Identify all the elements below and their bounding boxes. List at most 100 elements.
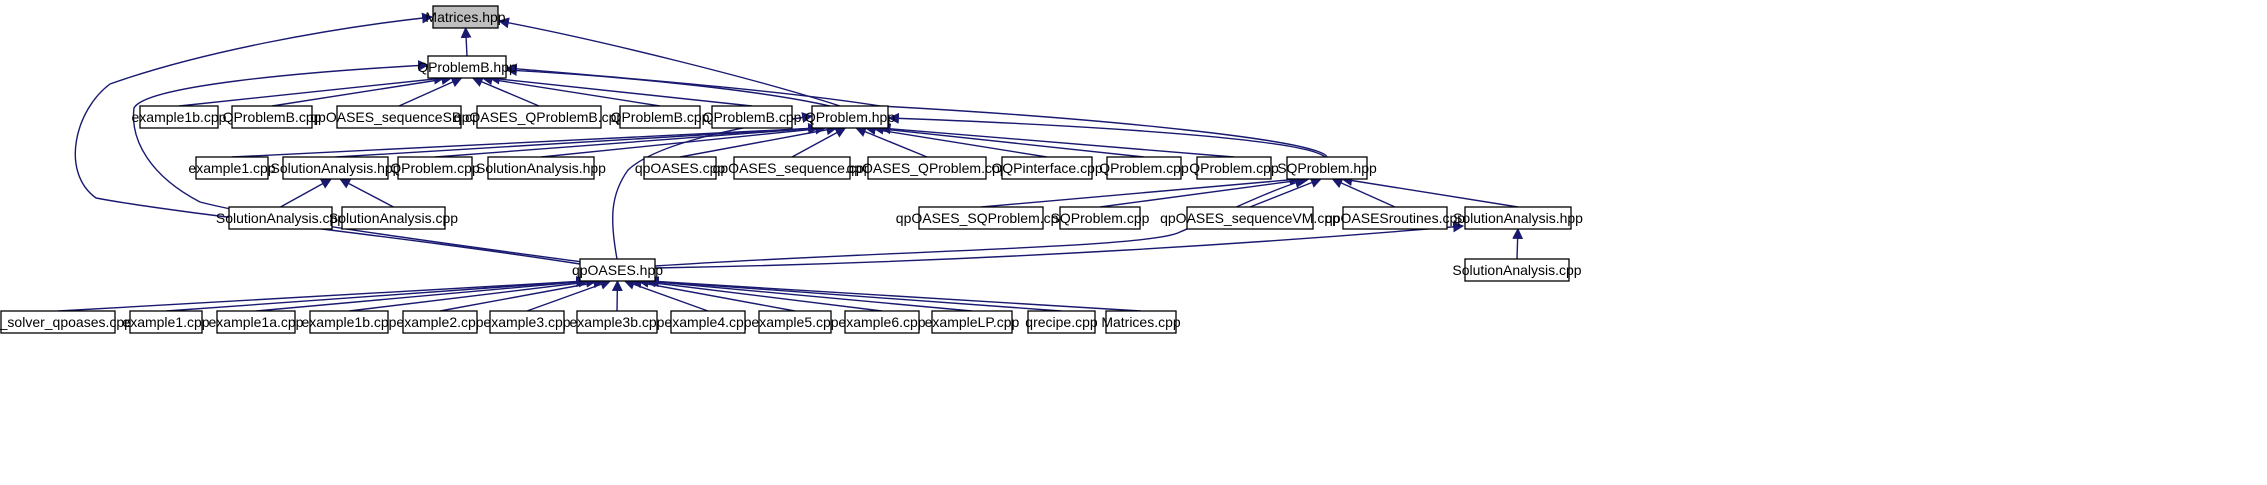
node-box — [402, 310, 478, 334]
node-label: Matrices.cpp — [1101, 314, 1181, 330]
node-solutionanalysis-hpp-b[interactable]: SolutionAnalysis.hpp — [476, 156, 606, 180]
node-qproblemb-cpp-b[interactable]: QProblemB.cpp — [611, 105, 710, 129]
edge-solutionanalysis_cpp_a-to-solutionanalysis_hpp_a — [280, 178, 333, 208]
node-qpoases-sqproblem-cpp[interactable]: qpOASES_SQProblem.cpp — [896, 206, 1067, 230]
node-example6-cpp[interactable]: example6.cpp — [838, 310, 926, 334]
node-example3-cpp[interactable]: example3.cpp — [483, 310, 571, 334]
node-example1-cpp-b[interactable]: example1.cpp — [122, 310, 210, 334]
node-label: SolutionAnalysis.cpp — [1452, 262, 1581, 278]
node-label: SolutionAnalysis.hpp — [1453, 210, 1583, 226]
node-label: example2.cpp — [396, 314, 483, 330]
node-box — [643, 156, 717, 180]
node-qproblemb-cpp-c[interactable]: QProblemB.cpp — [703, 105, 802, 129]
node-label: exampleLP.cpp — [925, 314, 1020, 330]
edge-qpoases_hpp-to-matrices_hpp — [74, 12, 581, 265]
node-box — [397, 156, 473, 180]
node-qproblemb-cpp-a[interactable]: QProblemB.cpp — [223, 105, 322, 129]
edge-solutionanalysis_hpp_c-to-sqproblem_hpp — [1341, 175, 1519, 208]
node-example3b-cpp[interactable]: example3b.cpp — [570, 310, 665, 334]
edge-qproblemb_cpp_b-to-qproblemb_hpp — [481, 74, 661, 107]
node-box — [1027, 310, 1096, 334]
node-qproblem-hpp[interactable]: QProblem.hpp — [805, 105, 895, 129]
node-box — [1464, 258, 1570, 282]
node-qproblem-cpp-a[interactable]: QProblem.cpp — [390, 156, 480, 180]
node-sqproblem-hpp[interactable]: SQProblem.hpp — [1277, 156, 1377, 180]
node-qproblem-cpp-b[interactable]: QProblem.cpp — [1099, 156, 1189, 180]
node-box — [282, 156, 389, 180]
node-oqpinterface-cpp[interactable]: OQPinterface.cpp — [991, 156, 1103, 180]
node-label: example1b.cpp — [302, 314, 397, 330]
node-label: QProblem.cpp — [1189, 160, 1279, 176]
node-matrices-cpp[interactable]: Matrices.cpp — [1101, 310, 1181, 334]
node-solutionanalysis-cpp-b[interactable]: SolutionAnalysis.cpp — [329, 206, 458, 230]
node-label: Matrices.hpp — [425, 9, 505, 25]
node-box — [867, 156, 987, 180]
edge-example1b_cpp_a-to-qproblemb_hpp — [178, 73, 446, 107]
node-example2-cpp[interactable]: example2.cpp — [396, 310, 484, 334]
node-sqproblem-cpp[interactable]: SQProblem.cpp — [1051, 206, 1150, 230]
edge-example1_cpp_b-to-qpoases_hpp — [165, 276, 588, 312]
node-qpoases-hpp[interactable]: qpOASES.hpp — [572, 258, 663, 282]
node-qproblem-cpp-c[interactable]: QProblem.cpp — [1189, 156, 1279, 180]
node-example1b-cpp-b[interactable]: example1b.cpp — [302, 310, 397, 334]
node-label: qpOASES.cpp — [635, 160, 725, 176]
node-example4-cpp[interactable]: example4.cpp — [664, 310, 752, 334]
node-box — [476, 105, 602, 129]
node-box — [1001, 156, 1093, 180]
node-label: QProblemB.cpp — [223, 109, 322, 125]
node-qproblemb-hpp[interactable]: QProblemB.hpp — [417, 55, 517, 79]
node-label: qpOASESroutines.cpp — [1325, 210, 1465, 226]
node-box — [1464, 206, 1572, 230]
node-solutionanalysis-hpp-a[interactable]: SolutionAnalysis.hpp — [271, 156, 401, 180]
node-label: QProblemB.hpp — [417, 59, 517, 75]
node-box — [576, 310, 658, 334]
node-box — [1342, 206, 1448, 230]
node-example5-cpp[interactable]: example5.cpp — [751, 310, 839, 334]
node-examplelp-cpp[interactable]: exampleLP.cpp — [925, 310, 1020, 334]
node-example1b-cpp-a[interactable]: example1b.cpp — [132, 105, 227, 129]
edge-qproblemb_hpp-to-matrices_hpp — [460, 26, 472, 57]
edge-example2_cpp-to-qpoases_hpp — [439, 277, 605, 312]
node-box — [309, 310, 389, 334]
edge-matrices_cpp-to-qpoases_hpp — [647, 276, 1142, 312]
node-label: example4.cpp — [664, 314, 751, 330]
edge-example1b_cpp_b-to-qpoases_hpp — [348, 276, 598, 312]
node-solutionanalysis-cpp-c[interactable]: SolutionAnalysis.cpp — [1452, 258, 1582, 282]
node-label: SolutionAnalysis.hpp — [476, 160, 606, 176]
edge-oqpinterface_cpp-to-qproblem_hpp — [864, 124, 1048, 158]
node-qpoases-cpp[interactable]: qpOASES.cpp — [635, 156, 725, 180]
node-label: example1.cpp — [188, 160, 275, 176]
edge-qpoases_hpp-to-qproblemb_hpp — [132, 60, 583, 263]
node-matrices-hpp[interactable]: Matrices.hpp — [425, 5, 506, 29]
node-qpoases-qproblem-cpp[interactable]: qpOASES_QProblem.cpp — [846, 156, 1008, 180]
node-box — [341, 206, 446, 230]
node-qpoases-sequence-cpp[interactable]: qpOASES_sequence.cpp — [713, 156, 872, 180]
node-qpoases-sequencesb-cpp[interactable]: qpOASES_sequenceSB.cpp — [310, 105, 488, 129]
node-solutionanalysis-hpp-c[interactable]: SolutionAnalysis.hpp — [1453, 206, 1583, 230]
node-box — [1059, 206, 1141, 230]
node-label: SolutionAnalysis.cpp — [216, 210, 345, 226]
node-qp-solver-qpoases-cpp[interactable]: qp_solver_qpoases.cpp — [0, 310, 132, 334]
node-qpoases-sequencevm-cpp[interactable]: qpOASES_sequenceVM.cpp — [1160, 206, 1340, 230]
node-qrecipe-cpp[interactable]: qrecipe.cpp — [1025, 310, 1098, 334]
node-label: qpOASES.hpp — [572, 262, 663, 278]
node-qpoases-qproblemb-cpp[interactable]: qpOASES_QProblemB.cpp — [454, 105, 625, 129]
node-example1-cpp-a[interactable]: example1.cpp — [188, 156, 276, 180]
node-example1a-cpp[interactable]: example1a.cpp — [209, 310, 304, 334]
edge-qproblemb_cpp_a-to-qproblemb_hpp — [271, 74, 453, 107]
edge-qproblem_hpp-to-qproblemb_hpp — [505, 65, 831, 107]
edge-qp_solver_qpoases_cpp-to-qpoases_hpp — [57, 276, 588, 312]
edge-example1a_cpp-to-qpoases_hpp — [255, 276, 590, 312]
edge-example1_cpp_a-to-qproblem_hpp — [231, 122, 820, 158]
node-box — [195, 156, 269, 180]
node-box — [427, 55, 507, 79]
edge-qproblem_cpp_b-to-qproblem_hpp — [872, 123, 1145, 158]
edge-qproblemb_cpp_c-to-qproblemb_hpp — [488, 73, 753, 107]
node-qpoasesroutines-cpp[interactable]: qpOASESroutines.cpp — [1325, 206, 1465, 230]
node-box — [231, 105, 313, 129]
node-box — [0, 310, 116, 334]
node-box — [139, 105, 219, 129]
node-solutionanalysis-cpp-a[interactable]: SolutionAnalysis.cpp — [216, 206, 345, 230]
node-label: QProblem.hpp — [805, 109, 895, 125]
